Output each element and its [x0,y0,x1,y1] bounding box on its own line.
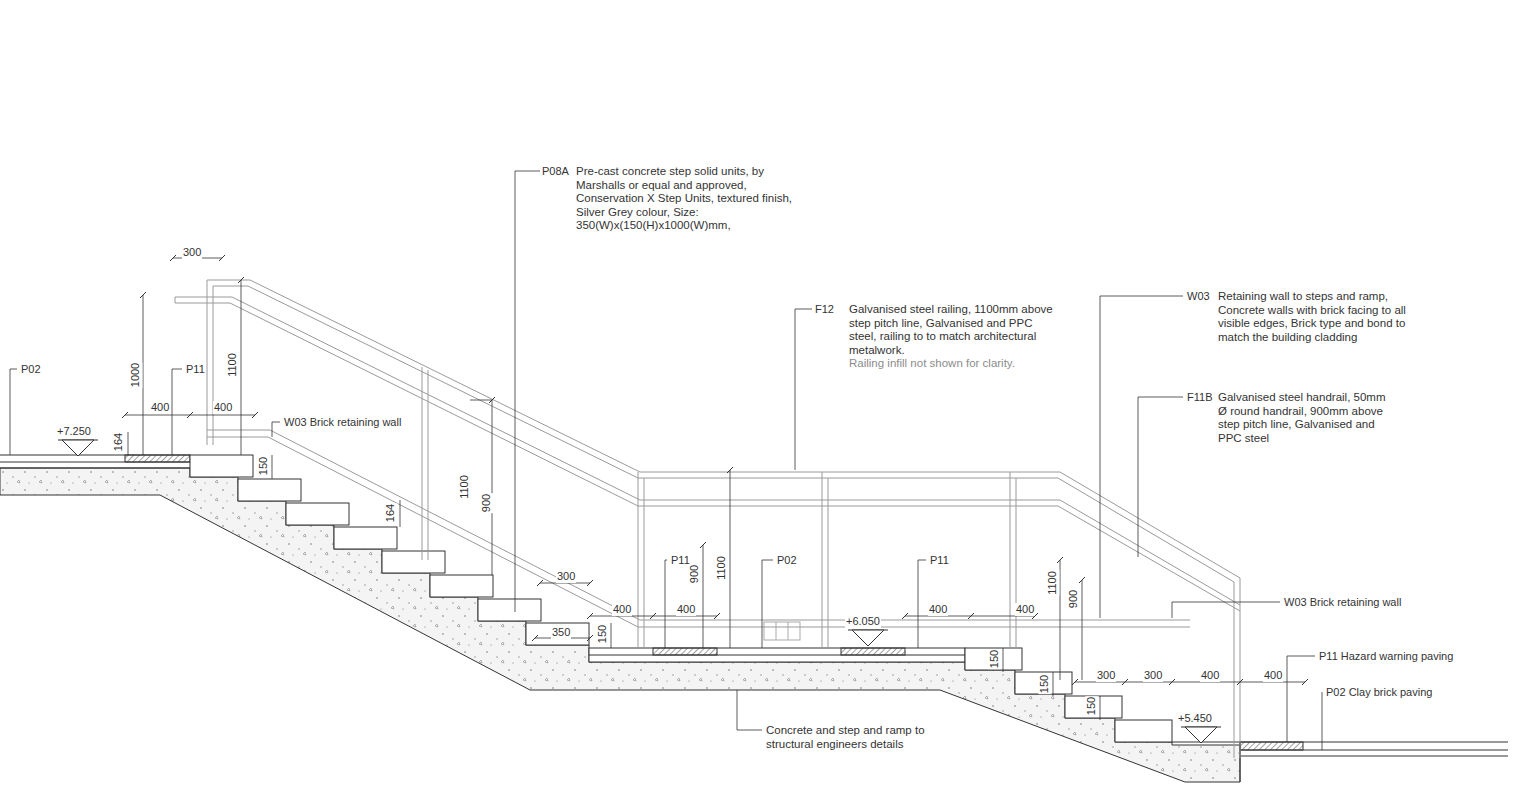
level-text: +7.250 [56,425,92,438]
dimension-text: 1100 [1046,570,1059,596]
dimension-text: 350 [551,626,571,639]
level-text: +5.450 [1177,712,1213,725]
dimension-text: 300 [1143,669,1163,682]
dimension-text: 300 [1096,669,1116,682]
dimension-text: 400 [213,401,233,414]
dimension-text: 164 [384,503,397,523]
dimension-text: 1100 [715,555,728,581]
callout-code: W03 [1186,290,1211,303]
spec-note: Galvanised steel railing, 1100mm above s… [848,303,1055,357]
spec-note: Retaining wall to steps and ramp, Concre… [1217,290,1409,344]
spec-note: Galvanised steel handrail, 50mm Ø round … [1217,391,1394,445]
callout-note: P11 Hazard warning paving [1318,650,1454,663]
dimension-text: 900 [1067,589,1080,609]
callout-note: P02 Clay brick paving [1325,686,1433,699]
dimension-text: 150 [988,649,1001,669]
callout-code: P11 [185,363,206,376]
callout-code: P08A [541,165,570,178]
spec-note: Concrete and step and ramp to structural… [765,724,947,751]
dimension-text: 400 [150,401,170,414]
dimension-text: 400 [1015,603,1035,616]
level-text: +6.050 [845,615,881,628]
dimension-text: 1000 [129,362,142,388]
dimension-text: 1100 [458,474,471,500]
dimension-text: 150 [257,456,270,476]
dimension-text: 164 [112,432,125,452]
dimension-text: 150 [1038,674,1051,694]
dimension-text: 900 [480,493,493,513]
dimension-text: 300 [556,570,576,583]
dimension-text: 400 [1200,669,1220,682]
dimension-text: 400 [1263,669,1283,682]
dimension-text: 900 [688,564,701,584]
dimension-text: 1100 [226,352,239,378]
callout-note: W03 Brick retaining wall [283,416,402,429]
spec-note: Pre-cast concrete step solid units, by M… [575,165,812,233]
callout-code: F11B [1186,391,1213,404]
dimension-text: 150 [1085,696,1098,716]
callout-note: W03 Brick retaining wall [1283,596,1402,609]
dimension-text: 150 [596,624,609,644]
dimension-text: 300 [182,246,202,259]
callout-code: P02 [776,554,798,567]
dimension-text: 400 [928,603,948,616]
callout-code: P11 [929,554,950,567]
callout-code: F12 [814,303,835,316]
callout-code: P02 [20,363,42,376]
spec-note: Railing infill not shown for clarity. [848,357,1055,371]
dimension-text: 400 [612,603,632,616]
dimension-text: 400 [676,603,696,616]
